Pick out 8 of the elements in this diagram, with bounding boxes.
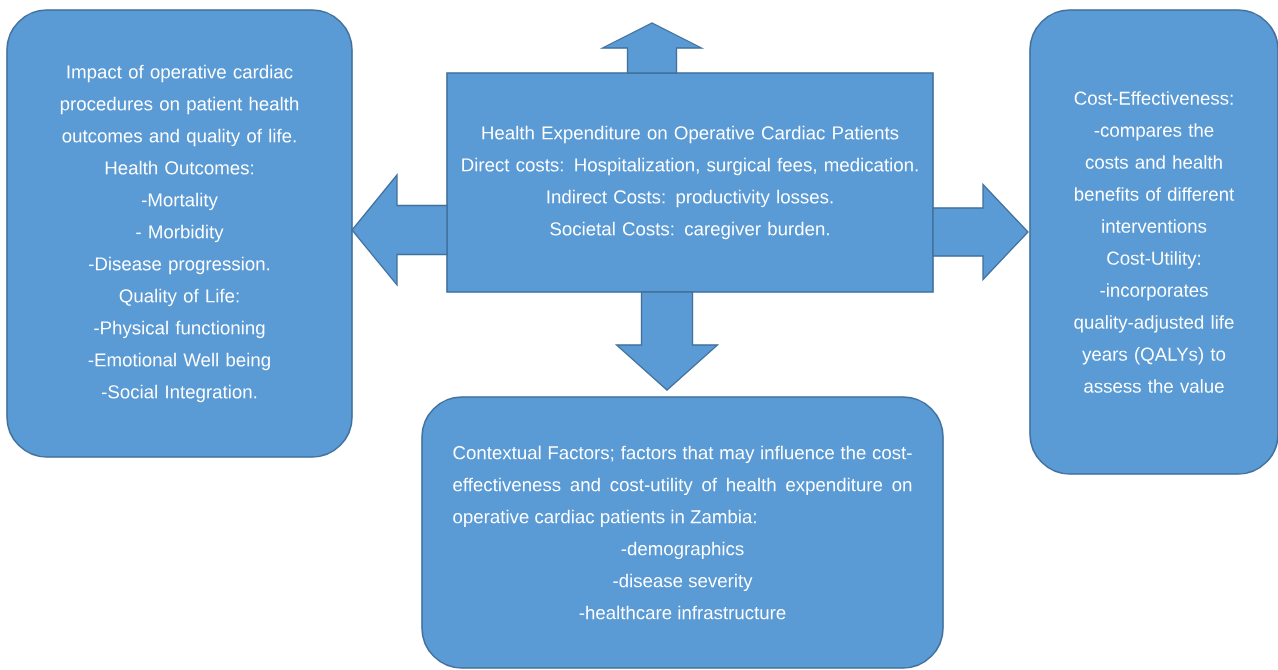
block-arrow — [351, 173, 448, 287]
block-arrow — [932, 182, 1029, 282]
rounded-box: Impact of operative cardiac procedures on patient health outcomes and quality of life. Health Outcomes: -Mortality - Morbidity -Disease progression. Quality of Life: -Physical functioning -Emotional Well being -Social Integration. — [6, 9, 353, 458]
process-box: Health Expenditure on Operative Cardiac Patients Direct costs: Hospitalization, surgical fees, medication. Indirect Costs: productivity losses. Societal Costs: caregiver burden. — [446, 72, 934, 293]
block-arrow — [614, 291, 720, 391]
rounded-box: Cost-Effectiveness: -compares the costs and health benefits of different interventions Cost-Utility: -incorporates quality-adjusted life years (QALYs) to assess the value — [1029, 9, 1278, 475]
block-arrow — [599, 22, 705, 74]
rounded-box: Contextual Factors; factors that may influence the cost-effectiveness and cost-utility of health expenditure on operative cardiac patients in Zambia: -demographics -disease severity -healthcare infrastructure — [421, 396, 944, 669]
